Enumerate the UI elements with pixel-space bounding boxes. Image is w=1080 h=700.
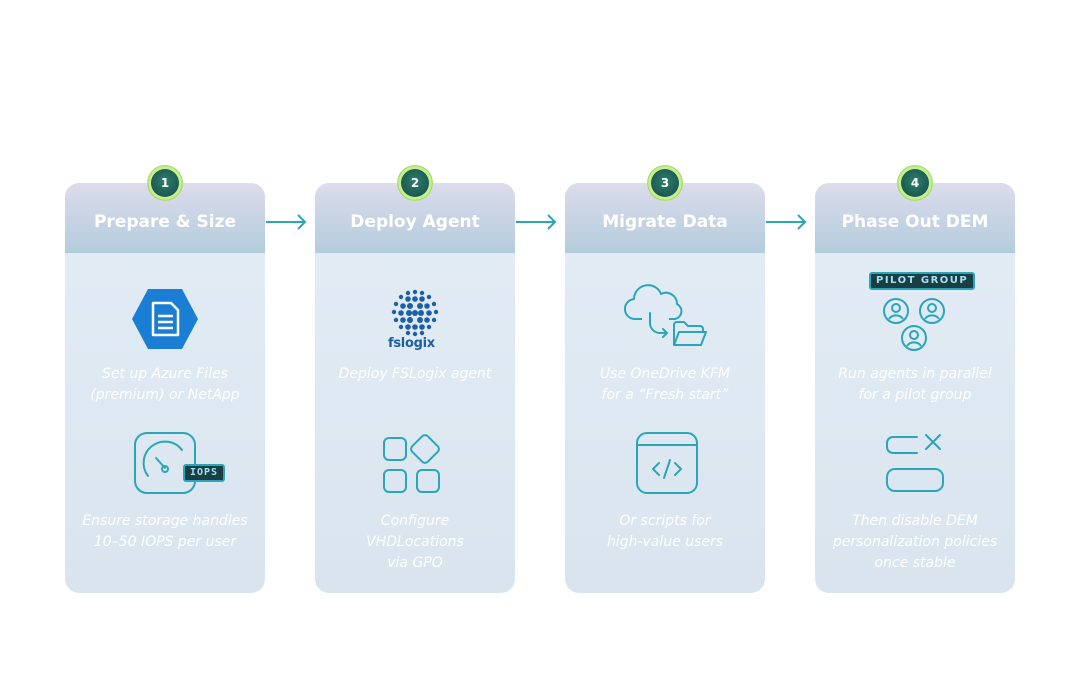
step-card-2: Deploy Agent: [315, 183, 515, 593]
desc-line: once stable: [874, 555, 956, 571]
step-3-desc-secondary: Or scripts for high-value users: [565, 511, 765, 553]
step-title-1: Prepare & Size: [93, 212, 237, 232]
azure-files-icon: [132, 289, 198, 349]
desc-line: 10–50 IOPS per user: [93, 534, 237, 550]
step-card-3: Migrate Data: [565, 183, 765, 593]
desc-line: Configure: [380, 513, 450, 529]
desc-line: Set up Azure Files: [101, 366, 228, 382]
step-title-4: Phase Out DEM: [841, 212, 989, 232]
desc-line: Ensure storage handles: [82, 513, 248, 529]
step-4-desc-primary: Run agents in parallel for a pilot group: [815, 364, 1015, 406]
pilot-users-icon: [883, 298, 945, 351]
desc-line: for a “Fresh start”: [601, 387, 729, 403]
step-title-3: Migrate Data: [602, 212, 728, 232]
desc-line: for a pilot group: [858, 387, 972, 403]
step-3-desc-primary: Use OneDrive KFM for a “Fresh start”: [565, 364, 765, 406]
desc-line: VHDLocations: [366, 534, 464, 550]
step-1-desc-primary: Set up Azure Files (premium) or NetApp: [65, 364, 265, 406]
arrow-right-icon: [766, 214, 807, 230]
desc-line: (premium) or NetApp: [90, 387, 240, 403]
code-window-icon: [636, 432, 698, 494]
step-title-2: Deploy Agent: [350, 212, 480, 232]
step-1-desc-secondary: Ensure storage handles 10–50 IOPS per us…: [65, 511, 265, 553]
step-number-badge-3: 3: [648, 166, 682, 200]
step-number-badge-2: 2: [398, 166, 432, 200]
desc-line: Run agents in parallel: [838, 366, 992, 382]
cloud-to-folder-icon: [624, 284, 707, 346]
desc-line: Then disable DEM: [852, 513, 978, 529]
pilot-group-tag: PILOT GROUP: [869, 272, 976, 290]
gauge-icon: [134, 432, 196, 494]
fslogix-logo: [391, 289, 439, 337]
step-4-desc-secondary: Then disable DEM personalization policie…: [815, 511, 1015, 574]
desc-line: Or scripts for: [619, 513, 711, 529]
step-number-badge-1: 1: [148, 166, 182, 200]
toggle-remove-icon: [886, 434, 944, 492]
apps-grid-icon: [383, 434, 440, 493]
step-card-1: Prepare & Size: [65, 183, 265, 593]
desc-line: via GPO: [387, 555, 443, 571]
fslogix-wordmark: fslogix: [388, 336, 435, 351]
desc-line: Use OneDrive KFM: [599, 366, 731, 382]
desc-line: high-value users: [606, 534, 724, 550]
step-number-badge-4: 4: [898, 166, 932, 200]
iops-tag: IOPS: [183, 464, 226, 482]
step-card-4: Phase Out DEM: [815, 183, 1015, 593]
arrow-right-icon: [266, 214, 307, 230]
arrow-right-icon: [516, 214, 557, 230]
desc-line: personalization policies: [832, 534, 998, 550]
step-2-desc-primary: Deploy FSLogix agent: [315, 364, 515, 385]
desc-line: Deploy FSLogix agent: [338, 366, 492, 382]
step-2-desc-secondary: Configure VHDLocations via GPO: [315, 511, 515, 574]
